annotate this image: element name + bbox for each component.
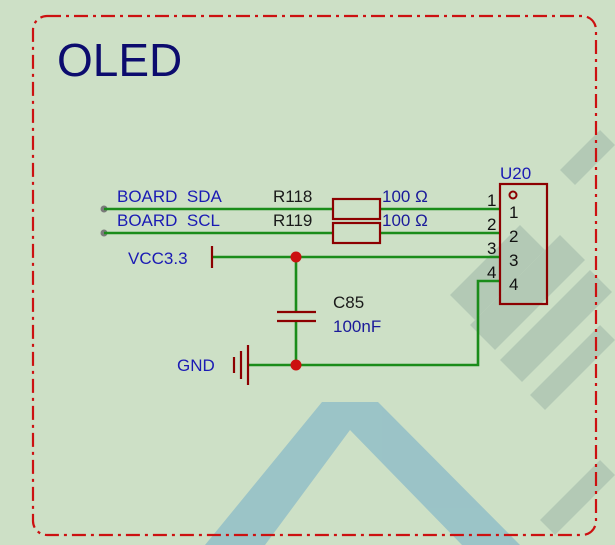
block-border <box>31 14 598 537</box>
connector-pin-name: 2 <box>509 227 518 246</box>
connector-pin-number: 4 <box>487 263 496 282</box>
connector-pin-name: 4 <box>509 275 518 294</box>
block-title: OLED <box>57 34 182 86</box>
resistor-value: 100 Ω <box>382 211 428 230</box>
vcc-power-symbol: VCC3.3 <box>128 246 214 268</box>
capacitor-c85: C85 100nF <box>277 293 381 336</box>
connector-pin-number: 1 <box>487 191 496 210</box>
connector-pin-number: 2 <box>487 215 496 234</box>
resistor-value: 100 Ω <box>382 187 428 206</box>
resistor-r118: R118 100 Ω <box>273 187 428 221</box>
resistor-ref: R118 <box>273 187 312 206</box>
capacitor-value: 100nF <box>333 317 381 336</box>
watermark-logo <box>205 130 615 545</box>
connector-ref: U20 <box>500 164 531 183</box>
connector-u20: U20 1 2 3 4 1 2 3 4 <box>487 164 549 306</box>
resistor-r119: R119 100 Ω <box>273 211 428 245</box>
gnd-symbol-icon: GND <box>177 345 250 385</box>
vcc-label: VCC3.3 <box>128 249 188 268</box>
junction-dot <box>290 251 302 263</box>
connector-pin-number: 3 <box>487 239 496 258</box>
junction-dot <box>290 359 302 371</box>
gnd-label: GND <box>177 356 215 375</box>
net-label-scl: BOARD SCL <box>117 211 220 230</box>
net-label-sda: BOARD SDA <box>117 187 223 206</box>
connector-pin-name: 1 <box>509 203 518 222</box>
wires <box>104 207 500 367</box>
capacitor-ref: C85 <box>333 293 364 312</box>
resistor-ref: R119 <box>273 211 312 230</box>
pin1-marker-icon <box>508 190 518 200</box>
connector-pin-name: 3 <box>509 251 518 270</box>
